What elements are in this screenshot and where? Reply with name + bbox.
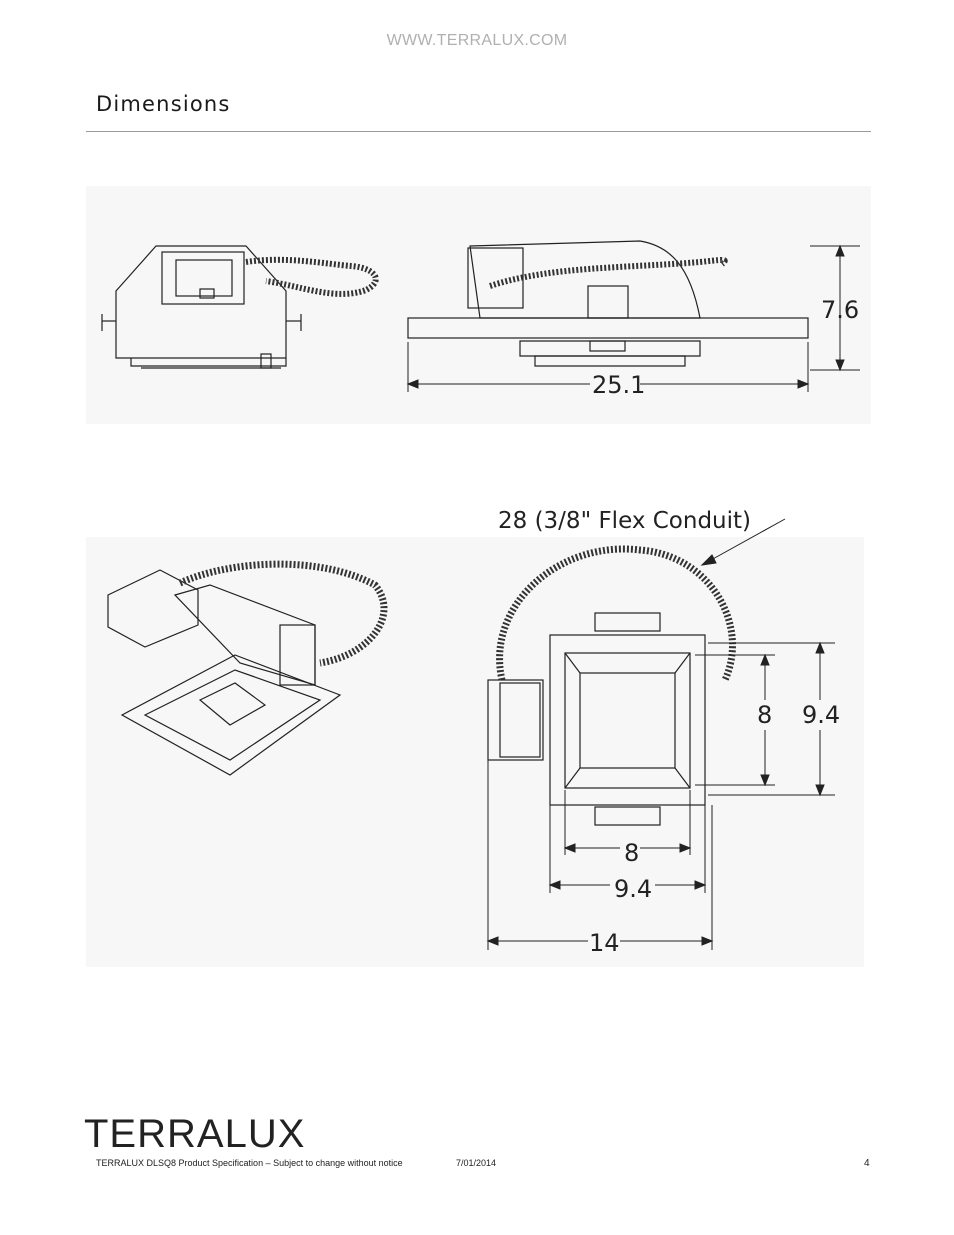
- conduit-label: 28 (3/8" Flex Conduit): [498, 508, 751, 534]
- overall-width-label: 14: [589, 929, 620, 957]
- spec-note: TERRALUX DLSQ8 Product Specification – S…: [96, 1158, 403, 1168]
- outer-vertical-dimension: 9.4: [802, 701, 840, 729]
- title-divider: [86, 131, 871, 132]
- front-view-drawing: [406, 240, 860, 392]
- inner-horizontal-label: 8: [624, 839, 639, 867]
- website-url: WWW.TERRALUX.COM: [386, 32, 568, 49]
- width-label: 25.1: [592, 371, 645, 399]
- isometric-view-drawing: [107, 560, 388, 776]
- plan-view-drawing: [486, 518, 835, 950]
- footer-date: 7/01/2014: [456, 1158, 497, 1168]
- inner-vertical-dimension: 8: [757, 701, 772, 729]
- side-view-drawing: [101, 245, 379, 369]
- outer-horizontal-label: 9.4: [614, 875, 652, 903]
- conduit-callout: 28 (3/8" Flex Conduit): [498, 508, 751, 534]
- terralux-logo: TERRALUX: [84, 1112, 306, 1156]
- inner-horizontal-dimension: 8: [624, 839, 639, 867]
- width-dimension: 25.1: [592, 371, 645, 399]
- height-dimension: 7.6: [821, 296, 859, 324]
- section-title: Dimensions: [96, 92, 231, 116]
- outer-horizontal-dimension: 9.4: [614, 875, 652, 903]
- outer-vertical-label: 9.4: [802, 701, 840, 729]
- overall-width-dimension: 14: [589, 929, 620, 957]
- page-number: 4: [864, 1158, 870, 1169]
- height-label: 7.6: [821, 296, 859, 324]
- inner-vertical-label: 8: [757, 701, 772, 729]
